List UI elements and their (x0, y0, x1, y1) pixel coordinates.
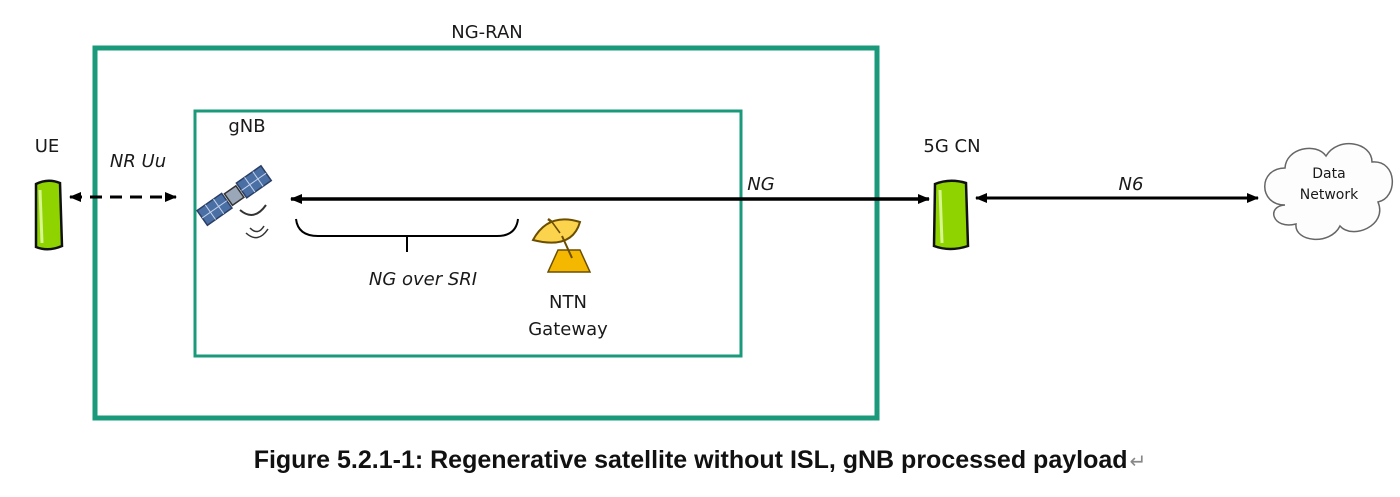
nr-uu-label: NR Uu (110, 151, 166, 172)
gnb-box (193, 109, 743, 358)
return-mark: ↵ (1129, 451, 1147, 473)
ntn-label-line2: Gateway (528, 319, 608, 340)
ng-over-sri-brace (295, 218, 519, 252)
figure-caption: Figure 5.2.1-1: Regenerative satellite w… (0, 446, 1400, 475)
ng-over-sri-label: NG over SRI (369, 269, 477, 290)
core-device-icon (932, 179, 970, 251)
gnb-label: gNB (228, 116, 265, 137)
n6-label: N6 (1119, 174, 1144, 195)
dish-antenna-icon (531, 218, 592, 273)
data-network-label-line1: Data (1312, 166, 1345, 182)
ue-label: UE (35, 136, 60, 157)
ng-label: NG (747, 174, 774, 195)
satellite-icon (196, 164, 273, 239)
ng-ran-label: NG-RAN (451, 22, 522, 43)
ntn-label-line1: NTN (549, 292, 587, 313)
cn-label: 5G CN (923, 136, 980, 157)
cloud-icon (1264, 142, 1393, 241)
caption-text: Figure 5.2.1-1: Regenerative satellite w… (253, 446, 1128, 474)
data-network-label-line2: Network (1300, 187, 1359, 203)
ng-ran-box (92, 45, 880, 421)
ue-device-icon (34, 179, 64, 251)
